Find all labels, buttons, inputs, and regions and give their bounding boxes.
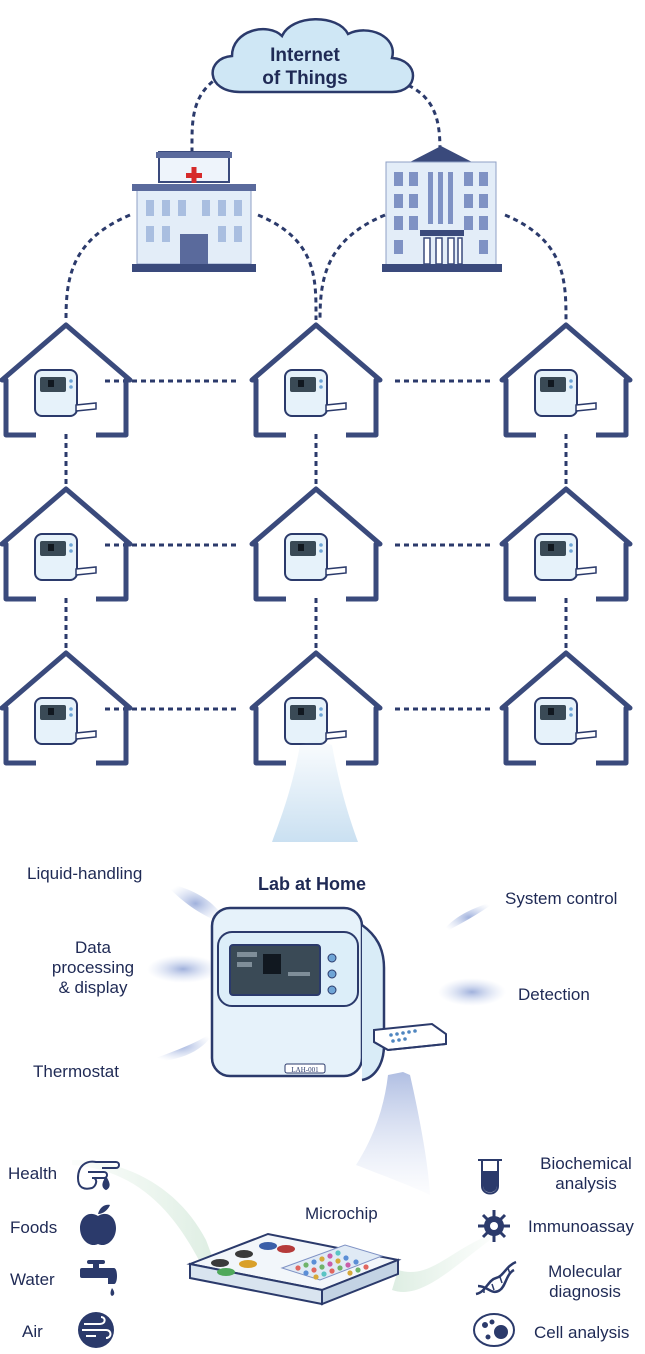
house-network <box>0 322 633 766</box>
microchip-icon <box>186 1232 402 1306</box>
app-immunoassay: Immunoassay <box>528 1217 634 1236</box>
house-icon <box>0 486 133 602</box>
house-icon <box>499 486 633 602</box>
app-cell-analysis: Cell analysis <box>534 1323 630 1342</box>
app-biochemical-line1: Biochemical <box>540 1154 632 1173</box>
function-data-line2: processing <box>51 958 135 977</box>
function-glows <box>145 882 506 1062</box>
house-icon <box>499 322 633 438</box>
app-biochemical-line2: analysis <box>555 1174 617 1193</box>
microchip-label: Microchip <box>305 1204 378 1223</box>
house-icon <box>0 650 133 766</box>
sample-foods: Foods <box>10 1218 58 1237</box>
sample-water: Water <box>10 1270 55 1289</box>
mini-device-icon <box>534 697 597 745</box>
sample-health: Health <box>8 1164 58 1183</box>
apple-icon <box>80 1204 116 1246</box>
mini-device-icon <box>284 533 347 581</box>
mini-device-icon <box>284 369 347 417</box>
function-liquid-handling: Liquid-handling <box>27 864 143 883</box>
mini-device-icon <box>34 369 97 417</box>
mini-device-icon <box>284 697 347 745</box>
virus-icon <box>478 1210 510 1242</box>
function-system-control: System control <box>505 889 618 908</box>
test-tube-icon <box>478 1159 502 1195</box>
hand-drop-icon <box>77 1160 120 1191</box>
app-biochemical: Biochemical analysis <box>528 1154 644 1194</box>
cloud-label-line1: Internet <box>270 45 340 66</box>
faucet-icon <box>80 1260 117 1296</box>
house-icon <box>249 322 383 438</box>
projection-beam <box>272 740 358 842</box>
house-icon <box>249 650 383 766</box>
function-data-line3: & display <box>58 978 128 997</box>
hospital-icon <box>132 151 256 272</box>
mini-device-icon <box>34 697 97 745</box>
device-title: Lab at Home <box>258 874 367 894</box>
house-icon <box>499 650 633 766</box>
dna-icon <box>475 1260 517 1296</box>
mini-device-icon <box>34 533 97 581</box>
function-thermostat: Thermostat <box>33 1062 119 1081</box>
sample-air: Air <box>22 1322 43 1341</box>
app-molecular-line2: diagnosis <box>549 1282 621 1301</box>
app-molecular-line1: Molecular <box>548 1262 622 1281</box>
cloud-label: Internet of Things <box>230 44 380 90</box>
chip-beam <box>356 1072 430 1195</box>
application-flow <box>392 1235 490 1292</box>
app-molecular: Molecular diagnosis <box>530 1262 640 1302</box>
house-icon <box>249 486 383 602</box>
cloud-label-line2: of Things <box>262 68 348 89</box>
function-data-line1: Data <box>75 938 111 957</box>
wind-icon <box>78 1312 114 1348</box>
institution-building-icon <box>382 146 502 272</box>
lab-device-icon: LAH-001 <box>210 906 447 1082</box>
cell-icon <box>473 1313 515 1347</box>
device-badge: LAH-001 <box>291 1066 319 1074</box>
function-detection: Detection <box>518 985 590 1004</box>
cloud-icon <box>211 18 415 94</box>
function-data-processing: Data processing & display <box>38 938 148 998</box>
mini-device-icon <box>534 369 597 417</box>
house-icon <box>0 322 133 438</box>
mini-device-icon <box>534 533 597 581</box>
